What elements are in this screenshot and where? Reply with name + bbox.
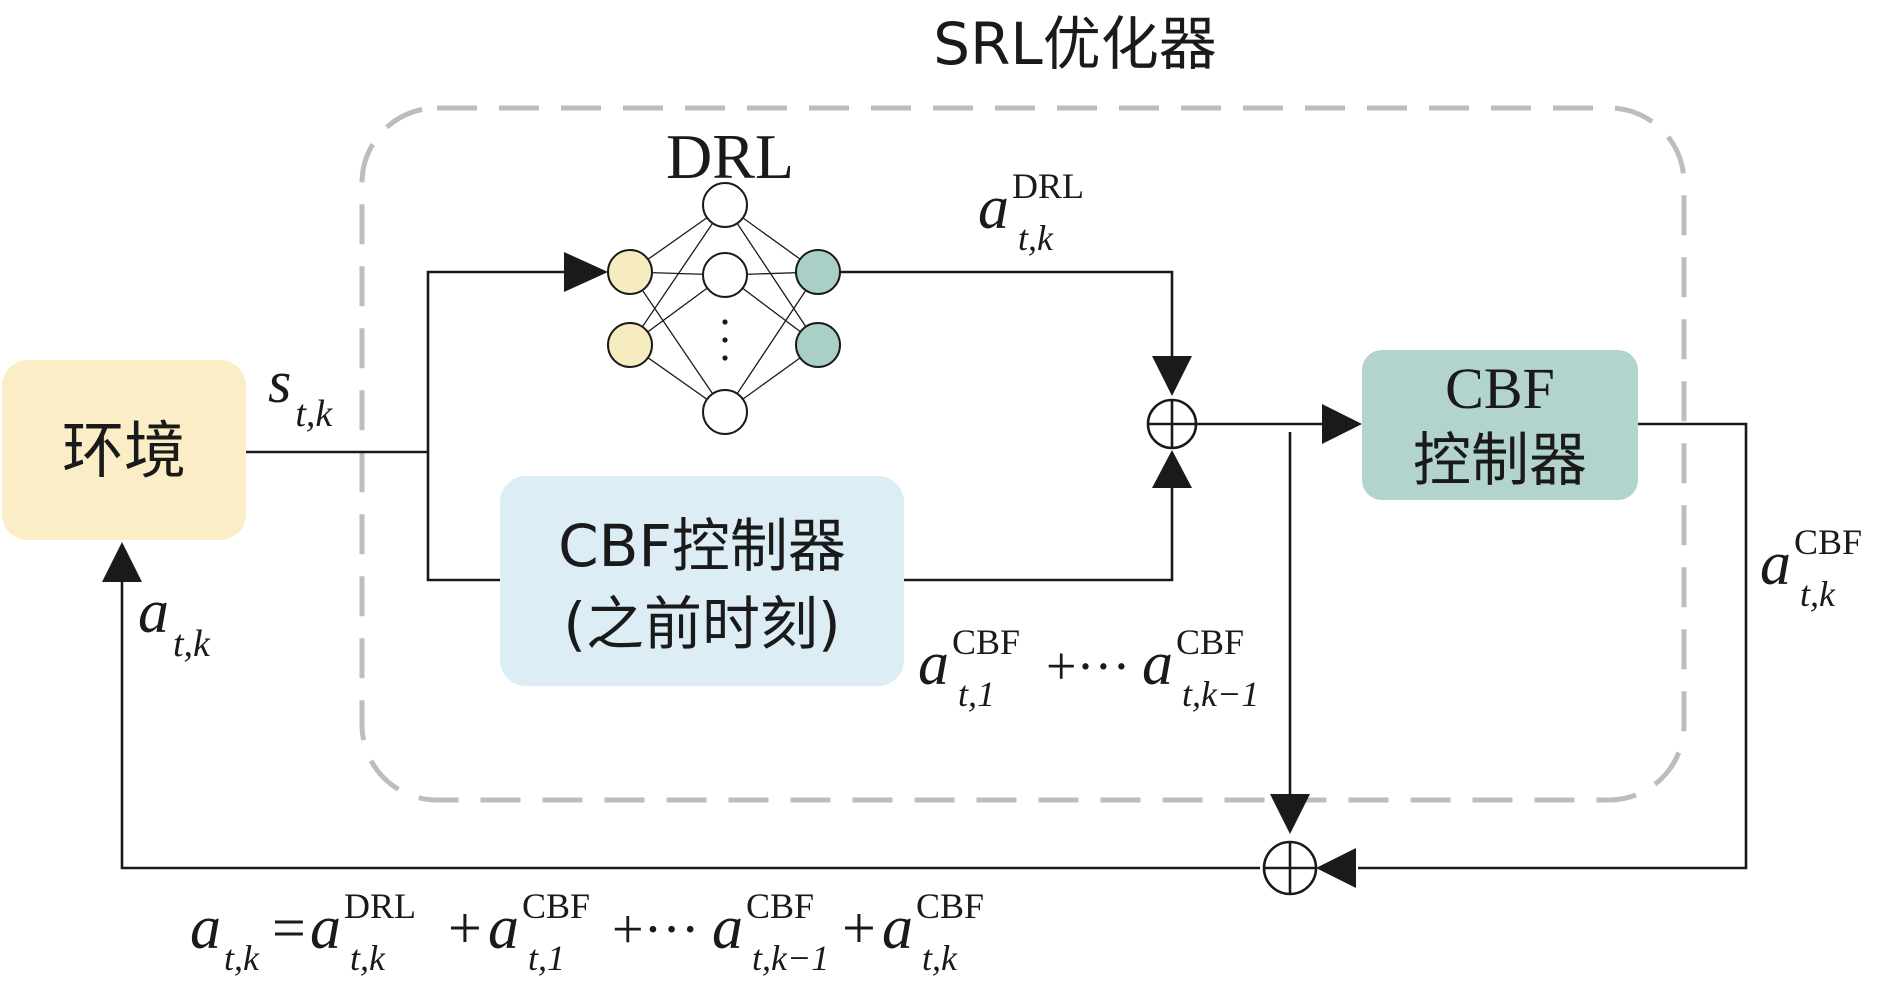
cbf-previous-label-line2: (之前时刻): [563, 590, 840, 658]
wires: [120, 270, 1748, 870]
arrow-left-into-sum2: [1316, 848, 1356, 888]
svg-text:+: +: [448, 895, 482, 961]
cbf-controller-label-line2: 控制器: [1413, 426, 1587, 494]
output-neuron-2: [795, 322, 841, 368]
arrow-into-cbf-controller: [1322, 404, 1362, 444]
sum-node-1: [1146, 398, 1198, 450]
cbf-previous-label-line1: CBF控制器: [558, 512, 846, 580]
environment-label: 环境: [62, 414, 186, 487]
environment-box: [2, 360, 246, 540]
input-neuron-1: [607, 249, 653, 295]
svg-text:+: +: [842, 895, 876, 961]
hidden-ellipsis: [722, 319, 728, 361]
hidden-neuron-2: [702, 252, 748, 298]
prev-cbf-sum-middle: +···: [1046, 636, 1130, 696]
arrow-down-into-sum2: [1270, 794, 1310, 834]
cbf-controller-box: [1362, 350, 1638, 500]
arrow-into-drl: [564, 252, 608, 292]
cbf-controller-label-line1: CBF: [1445, 356, 1555, 421]
drl-network: DRL: [607, 121, 841, 435]
hidden-neuron-1: [702, 182, 748, 228]
sum-node-2: [1262, 840, 1318, 896]
optimizer-boundary: [359, 105, 1687, 803]
cbf-previous-box: [500, 476, 904, 686]
network-edges: [629, 204, 819, 413]
input-neuron-2: [607, 322, 653, 368]
svg-text:at,k: at,k: [190, 894, 260, 978]
arrow-prev-into-sum: [1152, 450, 1192, 488]
drl-label: DRL: [666, 121, 794, 192]
arrowheads: [102, 252, 1362, 888]
arrow-into-environment: [102, 542, 142, 582]
arrow-drl-into-sum: [1152, 356, 1192, 396]
output-neuron-1: [795, 249, 841, 295]
optimizer-title: SRL优化器: [933, 10, 1216, 78]
svg-text:+···: +···: [612, 899, 700, 961]
hidden-neuron-3: [702, 389, 748, 435]
svg-text:=: =: [272, 895, 306, 961]
